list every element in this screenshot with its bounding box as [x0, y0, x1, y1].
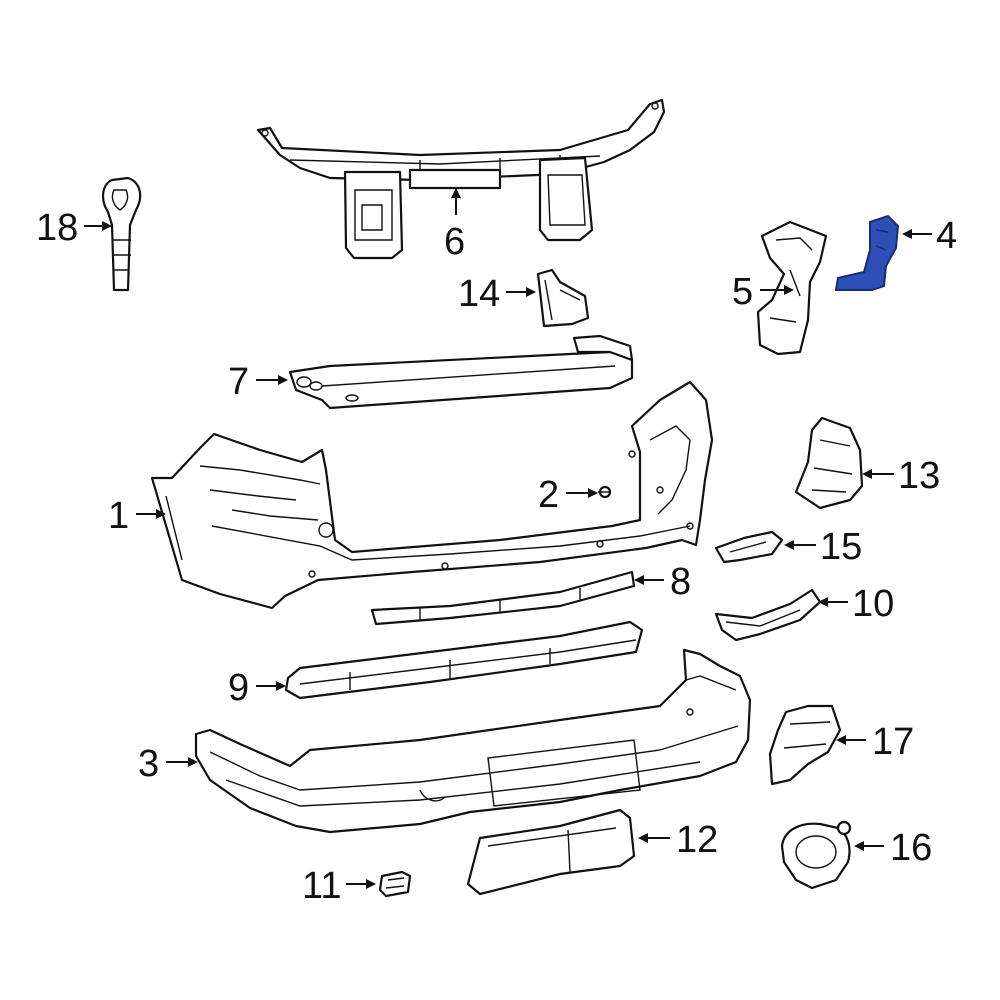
part-16-sensor-housing[interactable] [780, 820, 852, 890]
callout-2[interactable]: 2 [538, 474, 559, 516]
part-4-bracket[interactable] [834, 214, 900, 291]
callout-13[interactable]: 13 [898, 455, 940, 497]
part-18-tow-hook[interactable] [102, 176, 142, 292]
part-9-absorber[interactable] [284, 620, 644, 700]
callout-10[interactable]: 10 [852, 583, 894, 625]
part-5-side-bracket[interactable] [756, 220, 828, 356]
callout-1[interactable]: 1 [108, 495, 129, 537]
part-13-corner-bracket[interactable] [794, 416, 864, 510]
callout-5[interactable]: 5 [732, 271, 753, 313]
part-12-skid-plate[interactable] [466, 808, 636, 896]
part-7-impact-bar[interactable] [288, 334, 634, 410]
callout-12[interactable]: 12 [676, 819, 718, 861]
callout-leaders [84, 188, 932, 889]
part-15-small-bracket[interactable] [714, 530, 784, 564]
part-6-reinforcement[interactable] [256, 98, 666, 260]
callout-3[interactable]: 3 [138, 743, 159, 785]
callout-17[interactable]: 17 [872, 721, 914, 763]
callout-18[interactable]: 18 [36, 207, 78, 249]
callout-8[interactable]: 8 [670, 561, 691, 603]
callout-9[interactable]: 9 [228, 667, 249, 709]
callout-7[interactable]: 7 [228, 361, 249, 403]
callout-11[interactable]: 11 [302, 865, 341, 907]
callout-6[interactable]: 6 [444, 221, 465, 263]
callout-labels: 1 2 3 4 5 6 7 8 9 10 11 12 13 14 15 16 1… [36, 207, 957, 907]
callout-14[interactable]: 14 [458, 273, 500, 315]
callout-16[interactable]: 16 [890, 827, 932, 869]
part-1-bumper-cover-upper[interactable] [150, 380, 714, 610]
callout-4[interactable]: 4 [936, 215, 957, 257]
part-10-side-molding[interactable] [714, 588, 822, 642]
part-14-mount-bracket[interactable] [536, 268, 590, 328]
part-11-clip[interactable] [378, 870, 412, 898]
part-8-trim-strip[interactable] [370, 570, 636, 626]
part-3-bumper-cover-lower[interactable] [194, 648, 752, 834]
part-2-retainer[interactable] [598, 485, 612, 499]
part-17-lower-bracket[interactable] [768, 704, 842, 786]
callout-15[interactable]: 15 [820, 526, 862, 568]
